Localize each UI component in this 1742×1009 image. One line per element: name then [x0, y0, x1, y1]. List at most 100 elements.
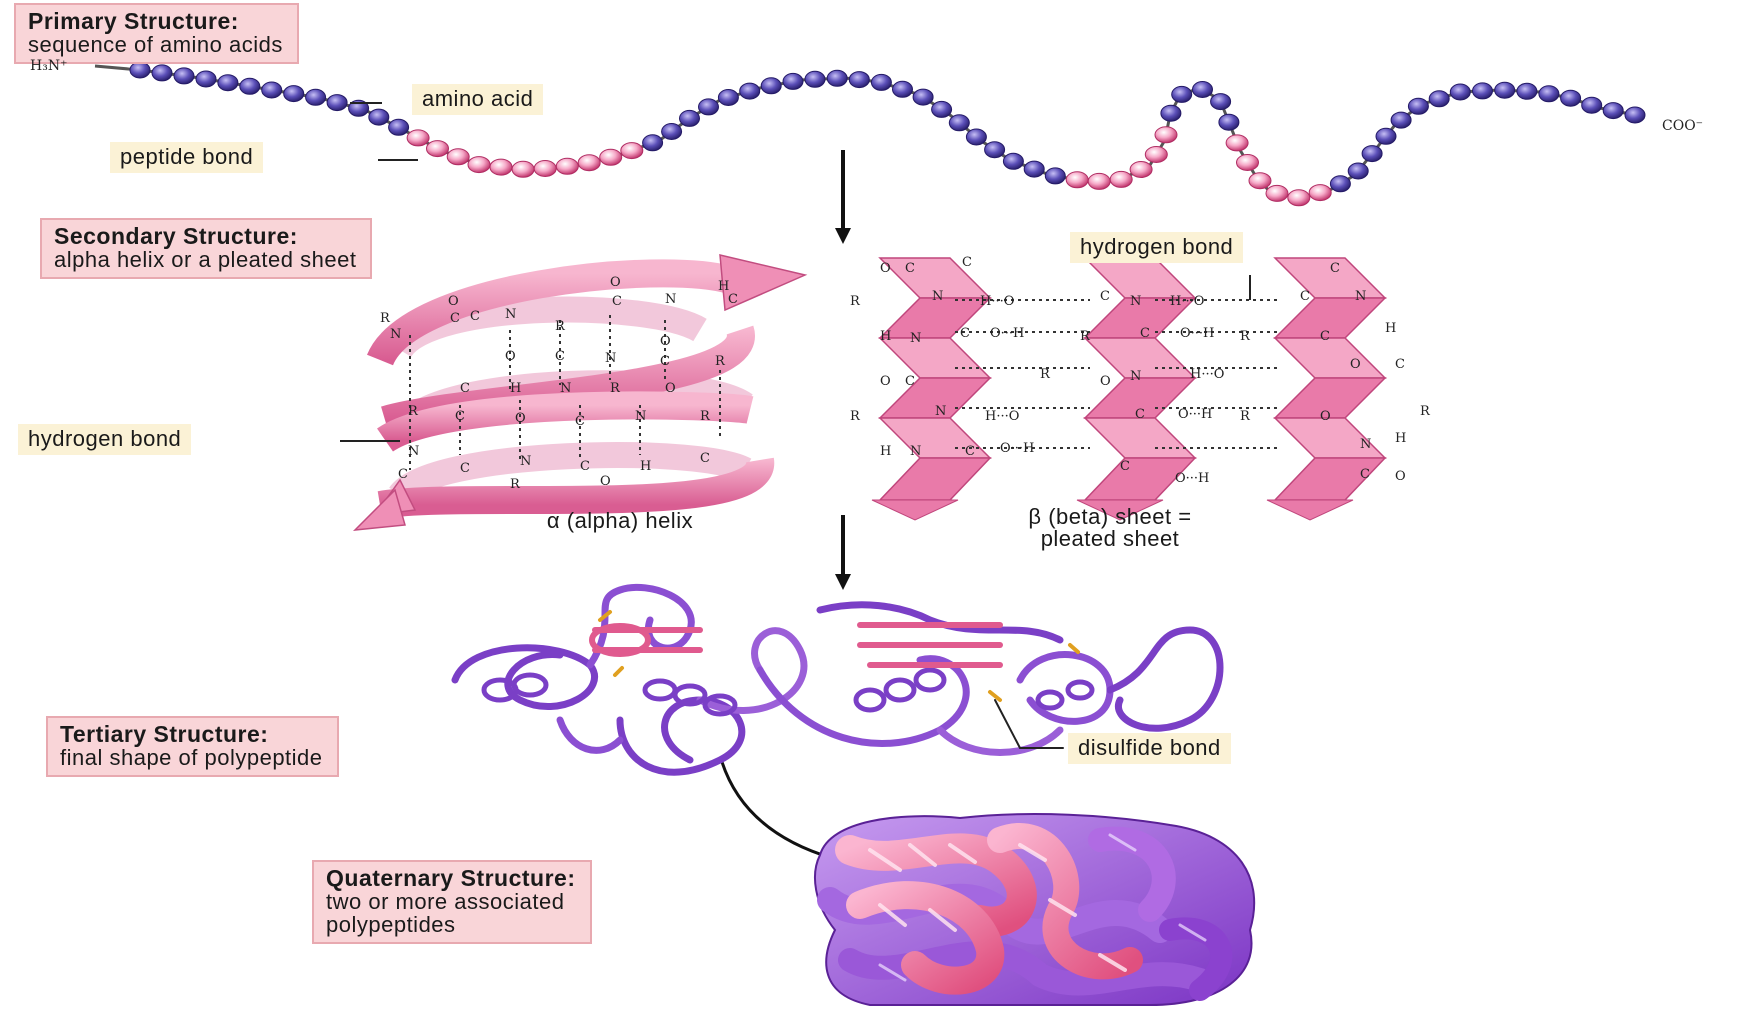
secondary-structure-title: Secondary Structure:: [54, 224, 356, 248]
svg-text:O···H: O···H: [1175, 471, 1209, 486]
svg-text:C: C: [1360, 467, 1370, 482]
peptide-bond-label: peptide bond: [110, 142, 263, 173]
amino-acid-residue-pink: [1066, 172, 1088, 188]
svg-text:R: R: [1240, 329, 1251, 344]
svg-text:O: O: [660, 334, 671, 349]
svg-text:C: C: [962, 255, 972, 270]
amino-acid-residue-purple: [805, 71, 825, 87]
alpha-helix-caption: α (alpha) helix: [470, 510, 770, 532]
svg-text:O: O: [610, 275, 621, 290]
amino-acid-residue-purple: [718, 90, 738, 106]
svg-text:C: C: [1300, 289, 1310, 304]
amino-acid-residue-purple: [389, 119, 409, 135]
svg-text:R: R: [700, 409, 711, 424]
n-terminus-label: H₃N⁺: [30, 58, 67, 74]
amino-acid-residue-purple: [1473, 83, 1493, 99]
amino-acid-residue-purple: [1172, 86, 1192, 102]
amino-acid-residue-purple: [284, 86, 304, 102]
amino-acid-residue-pink: [427, 141, 449, 157]
svg-text:N: N: [520, 454, 531, 469]
svg-text:H: H: [640, 459, 651, 474]
amino-acid-residue-purple: [1495, 82, 1515, 98]
amino-acid-residue-purple: [740, 83, 760, 99]
amino-acid-residue-purple: [1024, 161, 1044, 177]
svg-text:C: C: [460, 381, 470, 396]
quaternary-structure-subtitle-line1: two or more associated: [326, 890, 576, 913]
svg-text:C: C: [728, 292, 738, 307]
amino-acid-residue-purple: [893, 81, 913, 97]
svg-text:R: R: [510, 477, 521, 492]
quaternary-structure-title-box: Quaternary Structure: two or more associ…: [312, 860, 592, 944]
svg-text:R: R: [610, 381, 621, 396]
amino-acid-residue-purple: [1582, 97, 1602, 113]
svg-text:C: C: [1135, 407, 1145, 422]
amino-acid-residue-purple: [1408, 98, 1428, 114]
amino-acid-residue-pink: [600, 149, 622, 165]
amino-acid-residue-purple: [218, 75, 238, 91]
amino-acid-residue-purple: [1348, 163, 1368, 179]
primary-structure-title: Primary Structure:: [28, 9, 283, 33]
svg-text:O···H: O···H: [1000, 441, 1034, 456]
svg-text:R: R: [1080, 329, 1091, 344]
svg-text:H···O: H···O: [985, 409, 1019, 424]
disulfide-bond-label: disulfide bond: [1068, 733, 1231, 764]
svg-text:R: R: [408, 404, 419, 419]
svg-text:O: O: [515, 411, 526, 426]
svg-text:C: C: [398, 467, 408, 482]
amino-acid-residue-pink: [1155, 127, 1177, 143]
svg-text:N: N: [1355, 289, 1366, 304]
amino-acid-residue-purple: [827, 70, 847, 86]
svg-text:C: C: [1330, 261, 1340, 276]
amino-acid-residue-purple: [240, 78, 260, 94]
svg-text:C: C: [700, 451, 710, 466]
beta-strand-pleat: [1275, 298, 1385, 338]
sheet-hydrogen-bond-label: hydrogen bond: [1070, 232, 1243, 263]
svg-text:O: O: [1395, 469, 1406, 484]
amino-acid-residue-pink: [1088, 173, 1110, 189]
svg-text:R: R: [380, 311, 391, 326]
amino-acid-residue-pink: [578, 155, 600, 171]
beta-strand-pleat: [1275, 338, 1385, 378]
amino-acid-residue-pink: [621, 143, 643, 159]
amino-acid-residue-purple: [1517, 83, 1537, 99]
svg-text:C: C: [460, 461, 470, 476]
svg-text:H···O: H···O: [980, 294, 1014, 309]
arrow-secondary-to-tertiary: [835, 515, 851, 590]
svg-text:C: C: [1320, 329, 1330, 344]
amino-acid-residue-purple: [680, 110, 700, 126]
amino-acid-residue-purple: [1219, 114, 1239, 130]
beta-strand-arrowhead: [872, 500, 958, 520]
svg-text:C: C: [905, 374, 915, 389]
svg-text:N: N: [605, 351, 616, 366]
beta-strand-pleat: [880, 338, 990, 378]
amino-acid-residue-purple: [1429, 91, 1449, 107]
amino-acid-residue-purple: [1045, 168, 1065, 184]
quaternary-structure-blob: [815, 814, 1254, 1005]
amino-acid-residue-pink: [556, 158, 578, 174]
svg-text:C: C: [455, 409, 465, 424]
c-terminus-label: COO⁻: [1662, 118, 1703, 134]
svg-text:N: N: [1130, 294, 1141, 309]
svg-text:C: C: [960, 326, 970, 341]
svg-text:C: C: [1100, 289, 1110, 304]
amino-acid-residue-pink: [534, 161, 556, 177]
amino-acid-residue-purple: [932, 101, 952, 117]
svg-text:C: C: [1395, 357, 1405, 372]
amino-acid-residue-purple: [1003, 153, 1023, 169]
svg-text:C: C: [555, 349, 565, 364]
primary-structure-title-box: Primary Structure: sequence of amino aci…: [14, 3, 299, 64]
svg-text:N: N: [1130, 369, 1141, 384]
amino-acid-residue-purple: [1211, 94, 1231, 110]
svg-text:C: C: [1120, 459, 1130, 474]
primary-structure-subtitle: sequence of amino acids: [28, 33, 283, 56]
amino-acid-residue-pink: [1309, 185, 1331, 201]
amino-acid-residue-pink: [1130, 162, 1152, 178]
tertiary-structure-subtitle: final shape of polypeptide: [60, 746, 323, 769]
amino-acid-residue-purple: [1376, 128, 1396, 144]
beta-strand-pleat: [880, 458, 990, 500]
svg-text:R: R: [850, 294, 861, 309]
amino-acid-residue-purple: [1603, 103, 1623, 119]
svg-text:H: H: [510, 381, 521, 396]
svg-text:C: C: [470, 309, 480, 324]
amino-acid-chain: [95, 62, 1645, 206]
